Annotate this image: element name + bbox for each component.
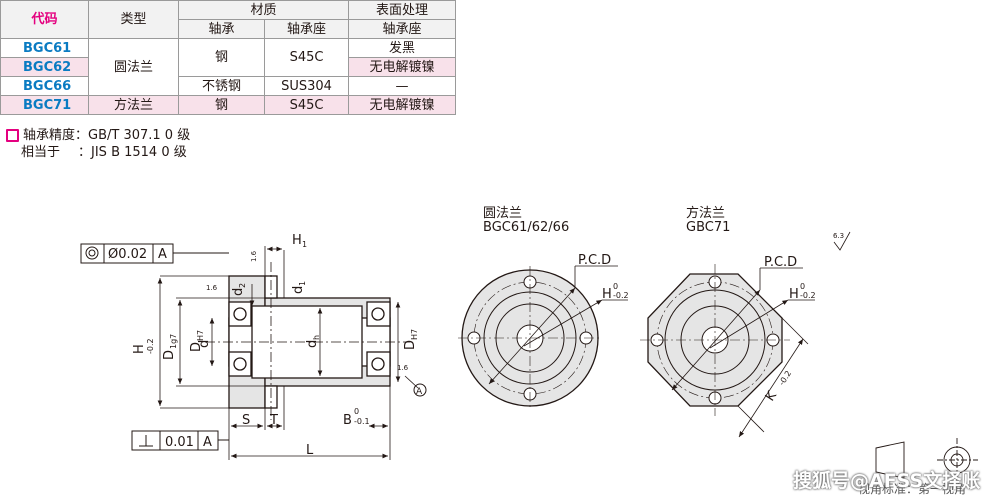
precision-notes: 轴承精度：GB/T 307.1 0 级 相当于 ：JIS B 1514 0 级 [6, 127, 190, 161]
roughness-1: 1.6 [206, 284, 218, 292]
square-flange-view: 方法兰 GBC71 P.C.D H 0 -0.2 K -0.2 [640, 205, 816, 438]
equiv-label: 相当于 [21, 145, 61, 160]
surface-nickel: 无电解镀镍 [348, 57, 457, 77]
datum-a-2: A [203, 435, 212, 450]
type-square: 方法兰 [88, 95, 179, 115]
watermark: 搜狐号@AFSS文择账 [793, 470, 981, 492]
label-S: S [242, 413, 250, 428]
square-h-tol: -0.2 [800, 291, 816, 300]
row-code-bgc62: BGC62 [0, 57, 89, 77]
round-flange-view: 圆法兰 BGC61/62/66 P.C.D H 0 -0.2 [458, 206, 629, 410]
housing-s45c-71: S45C [263, 95, 350, 115]
square-h-zero: 0 [800, 282, 805, 291]
roughness-3: 1.6 [397, 364, 409, 372]
concentricity-value: Ø0.02 [108, 247, 147, 262]
type-round: 圆法兰 [88, 38, 179, 96]
perpendicularity-frame: 0.01 A [131, 430, 229, 451]
header-code: 代码 [0, 0, 89, 39]
bullet-icon [6, 129, 19, 142]
header-bearing: 轴承 [178, 19, 265, 39]
datum-circle-a: A [416, 387, 423, 397]
header-surface: 表面处理 [348, 0, 457, 20]
square-title: 方法兰 [686, 205, 725, 221]
header-material: 材质 [177, 0, 350, 20]
label-D1: D [162, 350, 177, 360]
label-d: d [197, 340, 212, 348]
label-dh: d [305, 340, 320, 348]
square-subtitle: GBC71 [686, 220, 730, 235]
surface-nickel-71: 无电解镀镍 [348, 95, 457, 115]
dimension-labels: H 1 H -0.2 D 1g7 D H7 d d 2 d 1 d h D H7… [132, 232, 844, 458]
label-d2-sub: 2 [238, 283, 247, 288]
housing-s45c: S45C [263, 38, 350, 77]
round-title: 圆法兰 [483, 206, 522, 221]
label-DH7-sub: H7 [196, 330, 205, 341]
round-h-label: H [602, 287, 612, 302]
row-code-bgc71: BGC71 [0, 95, 89, 115]
label-B-zero: 0 [354, 407, 359, 416]
perpendicularity-value: 0.01 [165, 435, 194, 450]
square-k-tol: -0.2 [777, 369, 793, 387]
projection-note: 视角标准：第一视角 [858, 482, 967, 496]
roughness-2: 1.6 [250, 250, 258, 262]
square-h-label: H [789, 287, 799, 302]
label-h1-sub: 1 [302, 240, 307, 249]
label-DH7: D [189, 342, 204, 352]
projection-symbol-icon [875, 438, 978, 482]
round-subtitle: BGC61/62/66 [483, 220, 569, 235]
equiv-value: ：JIS B 1514 0 级 [78, 145, 187, 160]
label-B-tol: -0.1 [354, 417, 370, 426]
label-d2: d [231, 288, 246, 296]
label-T: T [269, 413, 278, 428]
label-DH7-right-sub: H7 [410, 329, 419, 340]
label-d1: d [291, 286, 306, 294]
concentricity-frame: Ø0.02 A [80, 243, 229, 264]
roughness-icon [833, 231, 851, 251]
round-h-tol: -0.2 [613, 291, 629, 300]
roughness-4: 6.3 [833, 232, 844, 240]
spec-table: 代码 类型 材质 表面处理 轴承 轴承座 轴承座 BGC61 圆法兰 钢 S45… [0, 0, 457, 115]
label-L: L [306, 443, 314, 458]
square-pcd-label: P.C.D [764, 255, 797, 270]
housing-sus304: SUS304 [263, 76, 350, 96]
round-pcd-label: P.C.D [578, 253, 611, 268]
datum-a: A [158, 247, 167, 262]
label-D1-sub: 1g7 [169, 334, 178, 349]
square-k-label: K [763, 388, 780, 404]
round-h-zero: 0 [613, 282, 618, 291]
label-d1-sub: 1 [298, 281, 307, 286]
precision-line: 轴承精度：GB/T 307.1 0 级 [23, 128, 191, 143]
label-H: H [132, 344, 147, 354]
label-DH7-right: D [403, 340, 418, 350]
dimension-lines [157, 246, 419, 460]
header-housing: 轴承座 [263, 19, 350, 39]
label-B: B [343, 413, 352, 428]
label-h1: H [292, 233, 302, 248]
label-dh-sub: h [312, 335, 321, 340]
label-H-tol: -0.2 [146, 338, 155, 354]
